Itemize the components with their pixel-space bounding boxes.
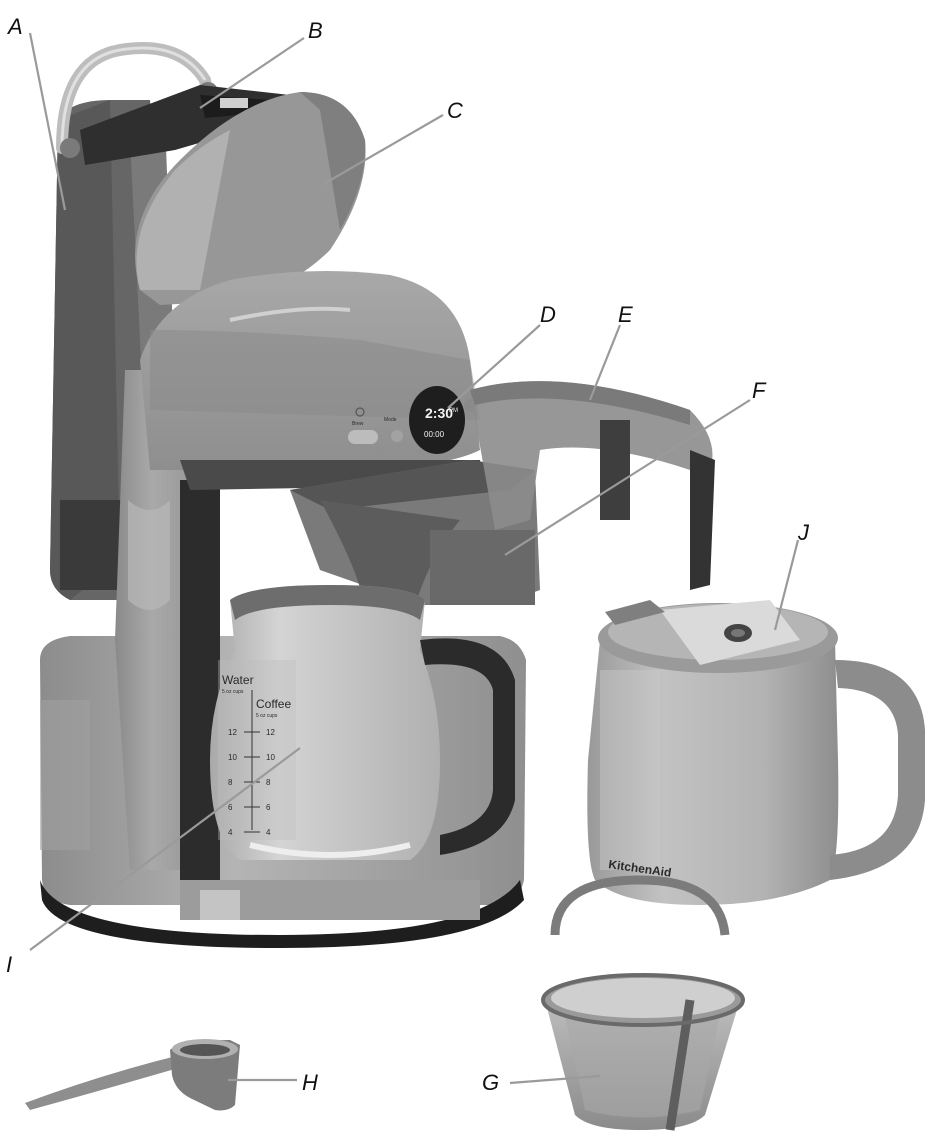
leader-d	[447, 324, 541, 409]
coffee-scale-mark: 12	[266, 728, 275, 737]
brew-head-dome	[140, 271, 485, 490]
support-column	[115, 370, 220, 880]
callout-g: G	[482, 1070, 499, 1095]
display-status: 00:00	[424, 430, 445, 439]
brew-label: Brew	[352, 421, 364, 427]
callout-a: A	[6, 14, 23, 39]
coffee-label: Coffee	[256, 697, 291, 711]
coffee-scale-mark: 10	[266, 753, 275, 762]
filter-basket	[541, 875, 745, 1131]
carafe-scale: Water 5 oz cups Coffee 5 oz cups 12 10 8 6 4…	[222, 673, 291, 837]
leader-i	[29, 747, 301, 951]
display-time: 2:30	[425, 405, 453, 421]
swing-out-door	[470, 381, 715, 590]
coffee-maker: 2:30 PM 00:00 Brew Mode	[40, 42, 715, 948]
callout-b: B	[308, 18, 323, 43]
thermal-carafe: KitchenAid	[587, 600, 925, 905]
leader-g	[509, 1074, 601, 1085]
coffee-scale-mark: 4	[266, 828, 271, 837]
water-scale-mark: 12	[228, 728, 237, 737]
basket-handle	[550, 875, 730, 936]
coffee-scale-mark: 8	[266, 778, 271, 787]
water-scale-mark: 4	[228, 828, 233, 837]
brew-head-lid	[135, 92, 366, 305]
filter-basket-holder	[290, 460, 540, 630]
brew-button-icon	[355, 407, 365, 417]
lcd-display	[409, 386, 465, 454]
thermal-carafe-handle	[830, 660, 925, 880]
leader-f	[504, 399, 751, 556]
callout-labels: A B C D E F G H I J	[6, 14, 810, 1095]
measuring-scoop	[25, 1039, 240, 1111]
callout-f: F	[752, 378, 767, 403]
leader-e	[588, 324, 622, 401]
brew-button[interactable]	[348, 430, 378, 444]
display-ampm: PM	[449, 408, 458, 414]
leader-c	[321, 114, 444, 186]
leader-a	[28, 32, 67, 211]
coffee-unit: 5 oz cups	[256, 713, 278, 719]
coffee-scale-mark: 6	[266, 803, 271, 812]
water-scale-mark: 6	[228, 803, 233, 812]
water-label: Water	[222, 673, 254, 687]
leader-b	[199, 37, 305, 109]
glass-carafe	[210, 585, 515, 860]
callout-e: E	[618, 302, 633, 327]
callout-h: H	[302, 1070, 318, 1095]
water-scale-mark: 10	[228, 753, 237, 762]
water-scale-mark: 8	[228, 778, 233, 787]
callout-d: D	[540, 302, 556, 327]
water-unit: 5 oz cups	[222, 689, 244, 695]
control-panel: 2:30 PM 00:00 Brew Mode	[348, 386, 476, 454]
leader-lines	[28, 32, 800, 1085]
callout-c: C	[447, 98, 463, 123]
coffee-scale-marks: 12 10 8 6 4	[244, 728, 275, 837]
mode-label: Mode	[384, 417, 397, 423]
callout-j: J	[797, 520, 810, 545]
mode-button[interactable]	[391, 430, 403, 442]
leader-j	[773, 539, 800, 631]
callout-i: I	[6, 952, 12, 977]
carafe-handle	[420, 638, 515, 855]
